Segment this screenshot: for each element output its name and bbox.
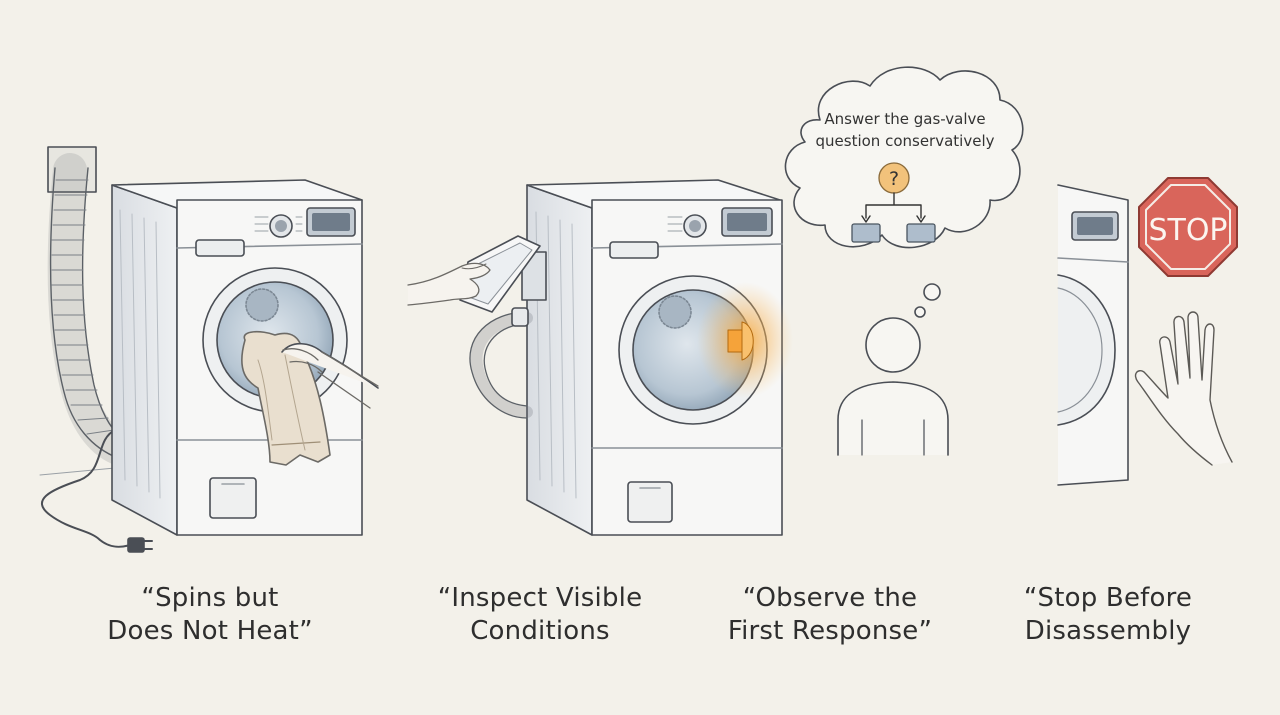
thought-cloud-icon	[784, 66, 1024, 318]
caption-line: “Inspect Visible	[437, 583, 643, 613]
hand-icon	[407, 262, 491, 306]
hand-icon	[281, 342, 379, 409]
flowchart-icon	[851, 192, 936, 243]
thought-line-2: question conservatively	[816, 132, 995, 150]
glow-indicator-icon	[697, 282, 793, 398]
question-icon: ?	[878, 162, 910, 194]
raised-hand-icon	[1134, 311, 1233, 466]
panel-inspect	[407, 179, 793, 536]
panel-stop: STOP	[1057, 177, 1238, 486]
vent-hose-icon	[47, 153, 135, 465]
caption-spins-not-heat: “Spins but Does Not Heat”	[70, 582, 350, 648]
caption-line: First Response”	[727, 616, 933, 646]
stop-sign-icon: STOP	[1138, 177, 1238, 277]
dryer-icon	[1057, 184, 1129, 486]
caption-line: “Observe the	[742, 583, 918, 613]
caption-line: Does Not Heat”	[107, 616, 313, 646]
person-icon	[837, 317, 949, 456]
panel-observe: Answer the gas-valve question conservati…	[784, 66, 1024, 456]
stop-sign-label: STOP	[1148, 213, 1227, 248]
vent-hose-icon	[469, 307, 533, 419]
question-mark: ?	[889, 168, 899, 190]
caption-observe-response: “Observe the First Response”	[690, 582, 970, 648]
caption-inspect-conditions: “Inspect Visible Conditions	[400, 582, 680, 648]
caption-stop-before-disassembly: “Stop Before Disassembly	[968, 582, 1248, 648]
caption-line: Conditions	[470, 616, 610, 646]
towel-icon	[241, 330, 331, 466]
caption-line: “Spins but	[141, 583, 279, 613]
thought-line-1: Answer the gas-valve	[824, 110, 985, 128]
caption-line: Disassembly	[1024, 616, 1192, 646]
panel-spins	[39, 146, 379, 553]
caption-line: “Stop Before	[1023, 583, 1193, 613]
power-plug-icon	[41, 429, 153, 553]
